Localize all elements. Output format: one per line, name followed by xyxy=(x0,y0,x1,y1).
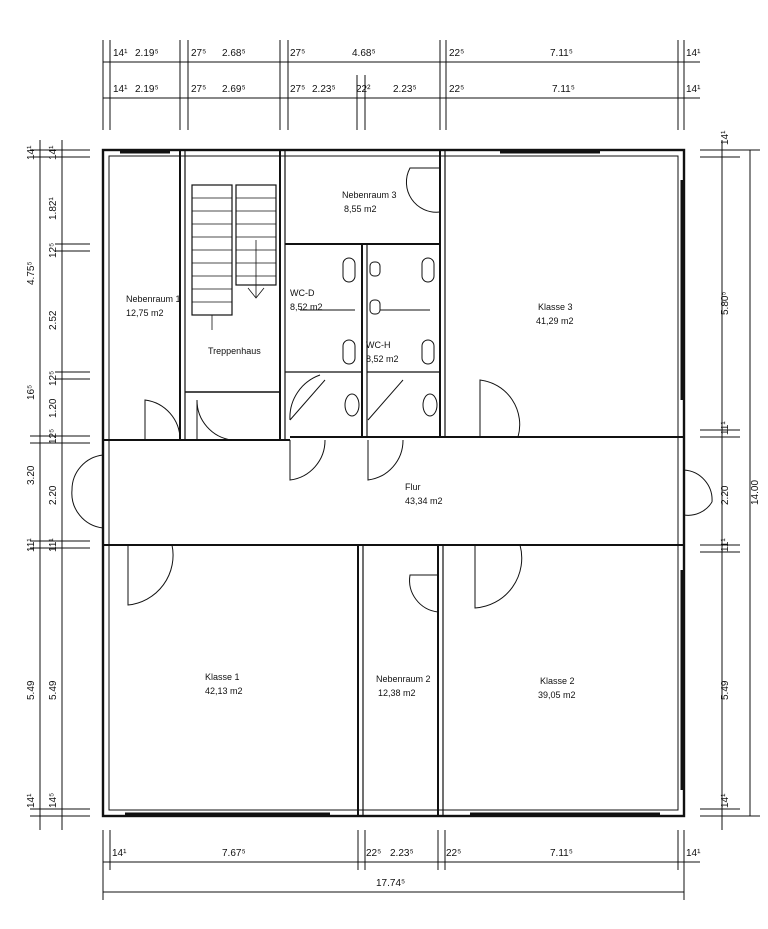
dim-right: 5.49 xyxy=(720,680,731,700)
dim-bottom: 7.11⁵ xyxy=(550,848,573,859)
dim-right: 2.20 xyxy=(720,485,731,505)
dim-top2: 2.23⁵ xyxy=(312,84,336,95)
dim-top2: 22² xyxy=(356,84,371,95)
room-name-klasse3: Klasse 3 xyxy=(538,302,573,312)
toilet-icon xyxy=(421,257,435,283)
dim-bottom-total: 17.74⁵ xyxy=(376,878,405,889)
dim-right: 11¹ xyxy=(720,538,731,552)
door-klasse1 xyxy=(127,544,174,606)
dim-right: 14¹ xyxy=(720,793,731,808)
door-klasse2 xyxy=(474,544,523,609)
dim-top1: 7.11⁵ xyxy=(550,48,573,59)
dim-top2: 22⁵ xyxy=(449,84,464,95)
dim-top1: 2.68⁵ xyxy=(222,48,246,59)
dim-top1: 14¹ xyxy=(113,48,128,59)
dim-top2: 27⁵ xyxy=(290,84,305,95)
door-entrance-right xyxy=(683,469,713,516)
dim-left-inner: 2.52 xyxy=(48,310,59,330)
dim-right-total: 14.00 xyxy=(750,480,761,505)
dim-bottom: 7.67⁵ xyxy=(222,848,246,859)
dim-top2: 14¹ xyxy=(686,84,701,95)
room-area-klasse3: 41,29 m2 xyxy=(536,316,574,326)
dim-bottom: 22⁵ xyxy=(366,848,381,859)
door-treppenhaus xyxy=(196,399,233,441)
room-area-klasse1: 42,13 m2 xyxy=(205,686,243,696)
sink-icon xyxy=(344,393,360,417)
room-area-klasse2: 39,05 m2 xyxy=(538,690,576,700)
door-wc-h-inner xyxy=(367,379,404,421)
room-name-klasse1: Klasse 1 xyxy=(205,672,240,682)
dim-top1: 4.68⁵ xyxy=(352,48,376,59)
door-wc-d-inner xyxy=(289,374,326,421)
dim-bottom: 14¹ xyxy=(686,848,701,859)
dim-left-outer: 4.75⁵ xyxy=(26,261,37,285)
dim-right: 5.80⁵ xyxy=(720,291,731,315)
room-name-wc-d: WC-D xyxy=(290,288,315,298)
dim-left-outer: 5.49 xyxy=(26,680,37,700)
toilet-icon xyxy=(342,339,356,365)
dim-top1: 22⁵ xyxy=(449,48,464,59)
room-area-wc-d: 8,52 m2 xyxy=(290,302,323,312)
dim-left-inner: 2.20 xyxy=(48,485,59,505)
dim-top2: 2.23⁵ xyxy=(393,84,417,95)
dim-right: 14¹ xyxy=(720,130,731,145)
dim-top1: 27⁵ xyxy=(290,48,305,59)
room-name-wc-h: WC-H xyxy=(366,340,391,350)
urinal-icon xyxy=(369,261,381,277)
dim-bottom: 22⁵ xyxy=(446,848,461,859)
outer-wall-inner xyxy=(108,155,679,811)
dim-left-inner: 12⁵ xyxy=(48,429,59,444)
dim-left-inner: 14¹ xyxy=(48,145,59,160)
toilet-icon xyxy=(342,257,356,283)
dim-left-inner: 14⁵ xyxy=(48,793,59,808)
door-wc-d xyxy=(289,439,326,481)
dim-left-outer: 3.20 xyxy=(26,465,37,485)
door-entrance-left xyxy=(71,454,104,529)
room-name-nebenraum3: Nebenraum 3 xyxy=(342,190,397,200)
dim-top2: 7.11⁵ xyxy=(552,84,575,95)
dim-top2: 2.69⁵ xyxy=(222,84,246,95)
dim-right: 11¹ xyxy=(720,421,731,435)
room-area-flur: 43,34 m2 xyxy=(405,496,443,506)
room-area-wc-h: 8,52 m2 xyxy=(366,354,399,364)
door-wc-h xyxy=(367,439,404,481)
room-area-nebenraum3: 8,55 m2 xyxy=(344,204,377,214)
dim-left-outer: 11¹ xyxy=(26,538,37,552)
dim-left-outer: 14¹ xyxy=(26,793,37,808)
dim-left-inner: 1.20 xyxy=(48,398,59,418)
dim-bottom: 14¹ xyxy=(112,848,127,859)
dim-top2: 2.19⁵ xyxy=(135,84,159,95)
dim-top1: 27⁵ xyxy=(191,48,206,59)
door-nebenraum2 xyxy=(409,574,439,613)
room-name-nebenraum1: Nebenraum 1 xyxy=(126,294,181,304)
dim-left-inner: 5.49 xyxy=(48,680,59,700)
door-nebenraum3 xyxy=(405,167,441,213)
room-name-klasse2: Klasse 2 xyxy=(540,676,575,686)
door-nebenraum1 xyxy=(144,399,181,441)
dim-left-outer: 14¹ xyxy=(26,145,37,160)
toilet-icon xyxy=(421,339,435,365)
urinal-icon xyxy=(369,299,381,315)
room-name-nebenraum2: Nebenraum 2 xyxy=(376,674,431,684)
dim-left-inner: 1.82¹ xyxy=(48,197,59,220)
room-area-nebenraum2: 12,38 m2 xyxy=(378,688,416,698)
sink-icon xyxy=(422,393,438,417)
room-name-treppenhaus: Treppenhaus xyxy=(208,346,261,356)
dim-top2: 27⁵ xyxy=(191,84,206,95)
dim-top1: 14¹ xyxy=(686,48,701,59)
dim-top2: 14¹ xyxy=(113,84,128,95)
dim-bottom: 2.23⁵ xyxy=(390,848,414,859)
dim-left-inner: 11¹ xyxy=(48,538,59,552)
outer-wall xyxy=(101,148,686,818)
dim-left-outer: 16⁵ xyxy=(26,385,37,400)
room-area-nebenraum1: 12,75 m2 xyxy=(126,308,164,318)
room-name-flur: Flur xyxy=(405,482,421,492)
door-klasse3 xyxy=(479,379,521,438)
dim-left-inner: 12⁵ xyxy=(48,371,59,386)
dim-left-inner: 12⁵ xyxy=(48,243,59,258)
dim-top1: 2.19⁵ xyxy=(135,48,159,59)
